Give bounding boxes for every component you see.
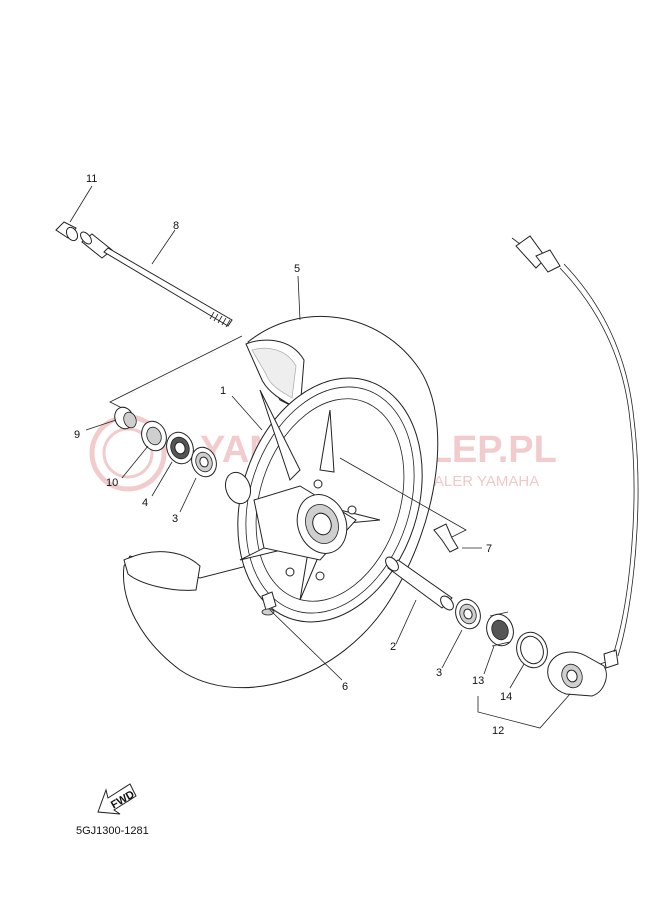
part-1-wheel-rim: [224, 377, 423, 623]
part-3-bearing-right: [441, 598, 481, 669]
callout-5: 5: [294, 263, 300, 275]
part-7-clip: [339, 457, 482, 553]
part-11-collar: [55, 185, 93, 242]
axle-bracket-line: [109, 335, 243, 409]
callout-3-right: 3: [436, 667, 442, 679]
part-14-seal: [509, 631, 548, 689]
part-3-bearing-left: [179, 446, 217, 513]
part-9-collar: [85, 406, 137, 431]
callout-9: 9: [74, 429, 80, 441]
part-4-bearing: [151, 431, 194, 497]
callout-4: 4: [142, 497, 148, 509]
part-2-spacer: [385, 556, 454, 645]
callout-10: 10: [106, 477, 118, 489]
speedometer-housing-and-cable: [511, 235, 639, 697]
callout-6: 6: [342, 681, 348, 693]
part-6-valve: [261, 591, 343, 681]
part-8-axle: [80, 229, 233, 328]
callout-13: 13: [472, 675, 484, 687]
part-10-oil-seal: [121, 420, 167, 479]
callout-2: 2: [390, 641, 396, 653]
callout-7: 7: [486, 543, 492, 555]
callout-12: 12: [492, 725, 504, 737]
part-12-bracket: [477, 693, 571, 729]
callout-3-left: 3: [172, 513, 178, 525]
fwd-label: FWD: [109, 788, 137, 811]
diagram-code: 5GJ1300-1281: [76, 825, 149, 837]
part-13-gear-unit: [483, 611, 514, 675]
callout-1: 1: [220, 385, 226, 397]
callout-8: 8: [173, 220, 179, 232]
callout-11: 11: [86, 173, 97, 185]
callout-14: 14: [500, 691, 512, 703]
forward-arrow-icon: FWD: [97, 783, 137, 815]
